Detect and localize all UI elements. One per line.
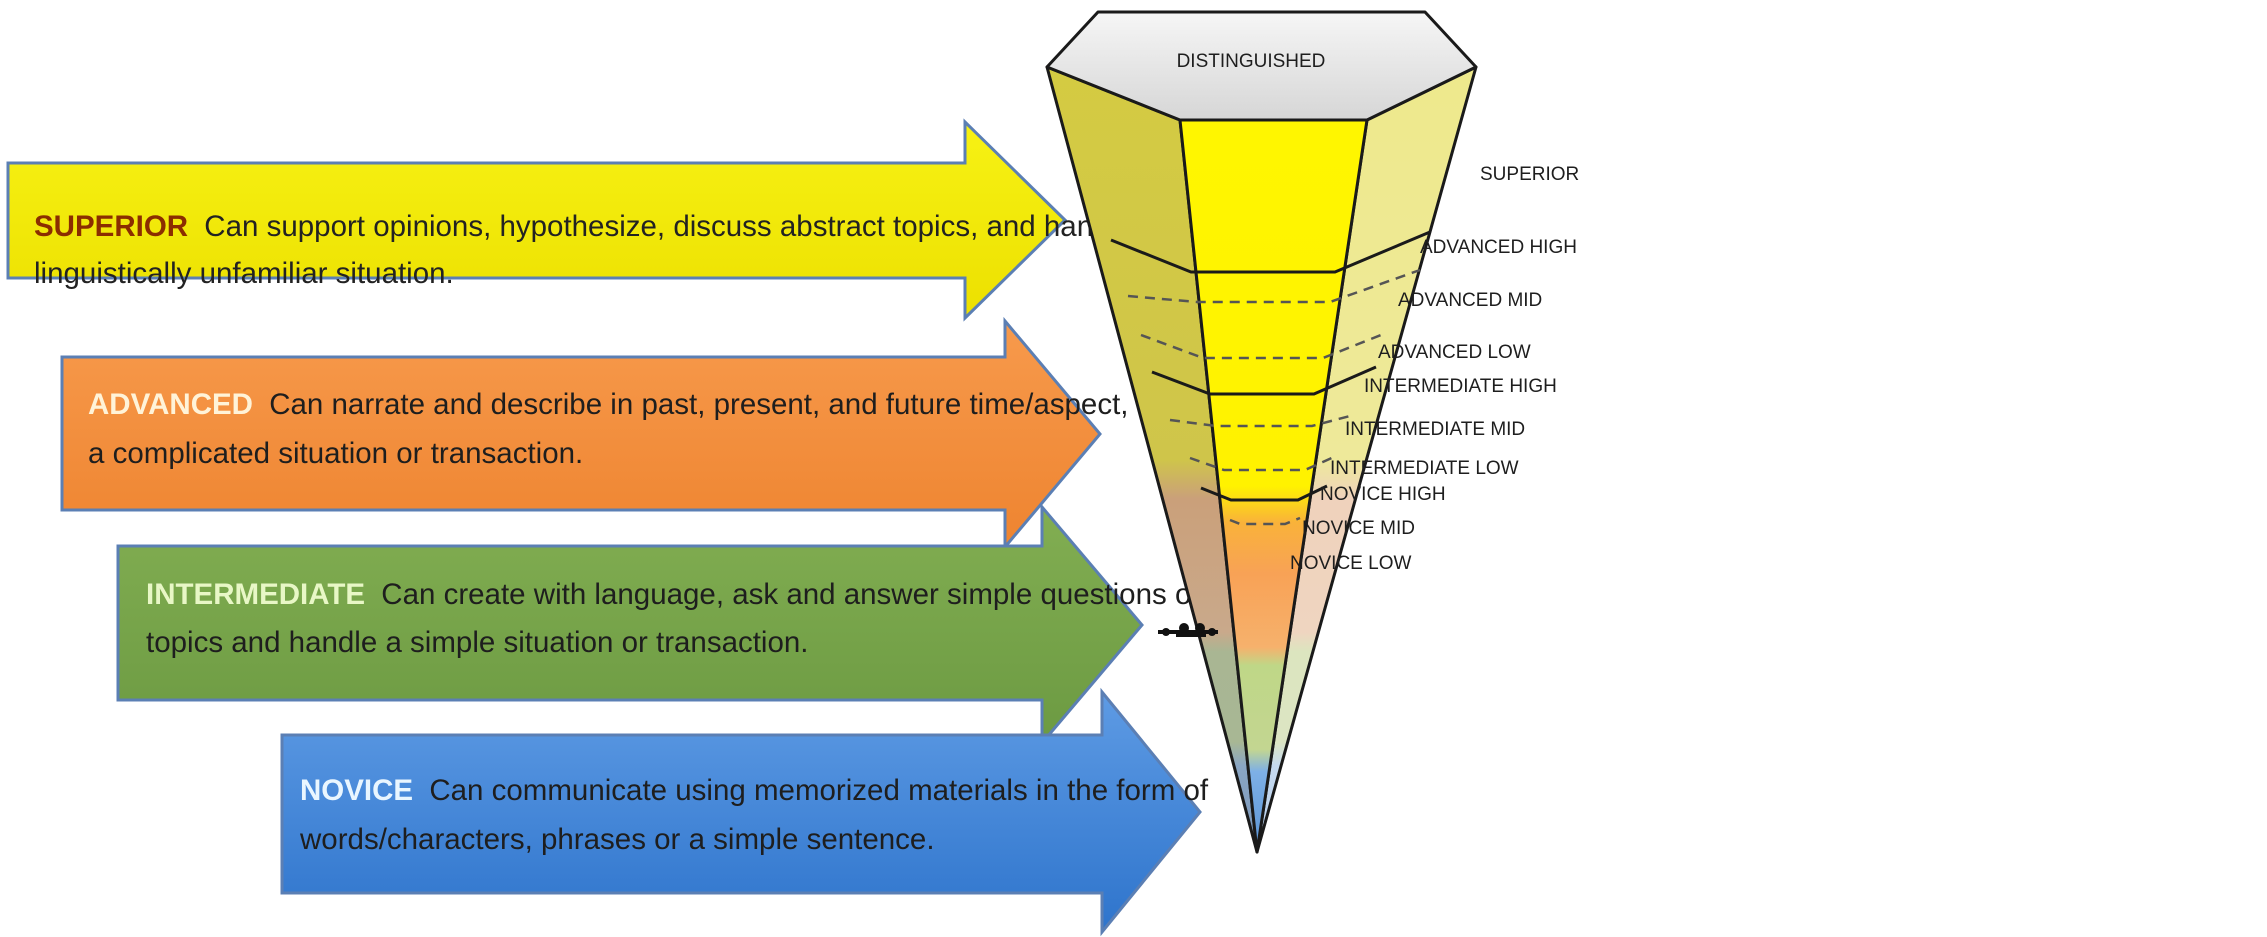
pyramid-top-face — [1045, 10, 1478, 122]
pyramid-sublevel-lines — [1127, 268, 1421, 526]
intermediate-level-name: INTERMEDIATE — [146, 578, 365, 611]
intermediate-description: INTERMEDIATE Can create with language, a… — [146, 578, 1311, 611]
dash-intermediate-low — [1189, 454, 1337, 472]
label-novice-mid: NOVICE MID — [1302, 518, 1415, 539]
crown-emblem-icon — [1158, 623, 1218, 637]
novice-description: NOVICE Can communicate using memorized m… — [300, 774, 1209, 807]
intermediate-line-2: topics and handle a simple situation or … — [146, 626, 809, 659]
label-novice-high: NOVICE HIGH — [1320, 484, 1446, 505]
advanced-line-1: Can narrate and describe in past, presen… — [269, 388, 1282, 421]
label-advanced-mid: ADVANCED MID — [1398, 290, 1542, 311]
label-intermediate-mid: INTERMEDIATE MID — [1345, 419, 1525, 440]
dash-novice-mid — [1229, 516, 1301, 526]
superior-arrow-shape — [6, 118, 1068, 322]
novice-arrow-shape — [280, 687, 1202, 937]
band-line-advanced-intermediate — [1151, 365, 1377, 396]
novice-line-2: words/characters, phrases or a simple se… — [299, 823, 935, 856]
pyramid-band-lines — [1110, 230, 1431, 502]
superior-line-1: Can support opinions, hypothesize, discu… — [204, 210, 1157, 243]
advanced-arrow-shape — [60, 316, 1102, 552]
intermediate-arrow: INTERMEDIATE Can create with language, a… — [116, 502, 1311, 748]
label-intermediate-low: INTERMEDIATE LOW — [1330, 458, 1519, 479]
band-line-superior-advanced — [1110, 230, 1431, 274]
dash-advanced-low — [1140, 331, 1387, 360]
label-distinguished: DISTINGUISHED — [1177, 51, 1326, 72]
label-advanced-high: ADVANCED HIGH — [1420, 237, 1577, 258]
novice-arrow: NOVICE Can communicate using memorized m… — [280, 687, 1209, 937]
superior-arrow: SUPERIOR Can support opinions, hypothesi… — [6, 118, 1158, 322]
dash-intermediate-mid — [1169, 414, 1351, 428]
band-line-intermediate-novice — [1200, 484, 1328, 502]
intermediate-line-1: Can create with language, ask and answer… — [381, 578, 1311, 611]
novice-line-1: Can communicate using memorized material… — [429, 774, 1209, 807]
label-superior: SUPERIOR — [1480, 164, 1579, 185]
dash-advanced-mid — [1127, 268, 1421, 304]
superior-level-name: SUPERIOR — [34, 210, 188, 243]
label-novice-low: NOVICE LOW — [1290, 553, 1411, 574]
label-intermediate-high: INTERMEDIATE HIGH — [1364, 376, 1557, 397]
novice-level-name: NOVICE — [300, 774, 413, 807]
label-advanced-low: ADVANCED LOW — [1378, 342, 1531, 363]
intermediate-arrow-shape — [116, 502, 1144, 748]
advanced-arrow: ADVANCED Can narrate and describe in pas… — [60, 316, 1283, 552]
advanced-description: ADVANCED Can narrate and describe in pas… — [88, 388, 1283, 421]
superior-line-2: linguistically unfamiliar situation. — [34, 257, 454, 290]
advanced-line-2: a complicated situation or transaction. — [88, 437, 583, 470]
superior-description: SUPERIOR Can support opinions, hypothesi… — [34, 210, 1158, 243]
advanced-level-name: ADVANCED — [88, 388, 253, 421]
